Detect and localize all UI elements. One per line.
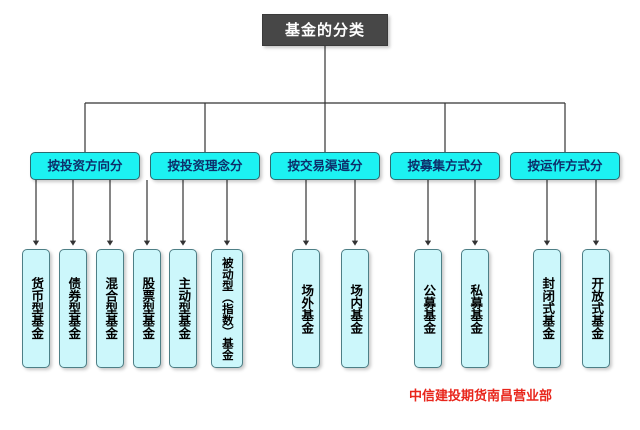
leaf-node-active-fund[interactable]: 主动型基金 [169, 249, 197, 368]
footer-watermark: 中信建投期货南昌营业部 [409, 389, 553, 404]
leaf-node-label: 股票型基金 [140, 277, 156, 340]
leaf-node-public-fund[interactable]: 公募基金 [414, 249, 442, 368]
leaf-node-open-end-fund[interactable]: 开放式基金 [582, 249, 610, 368]
category-node-label: 按投资方向分 [47, 157, 123, 173]
leaf-node-label: 封闭式基金 [540, 277, 556, 340]
leaf-node-label: 公募基金 [421, 283, 437, 334]
leaf-node-label: 场外基金 [299, 283, 315, 334]
leaf-node-label: 被动型（指数）基金 [220, 256, 235, 361]
leaf-node-exchange-traded-fund[interactable]: 场内基金 [341, 249, 369, 368]
leaf-node-label: 私募基金 [468, 283, 484, 334]
leaf-node-label: 混合型基金 [103, 277, 119, 340]
root-node-fund-classification[interactable]: 基金的分类 [262, 14, 388, 46]
leaf-node-label: 开放式基金 [589, 277, 605, 340]
category-node-operation-method[interactable]: 按运作方式分 [510, 152, 620, 180]
category-node-trading-channel[interactable]: 按交易渠道分 [270, 152, 380, 180]
leaf-node-passive-index-fund[interactable]: 被动型（指数）基金 [211, 249, 243, 368]
leaf-node-label: 场内基金 [348, 283, 364, 334]
category-node-fundraising-method[interactable]: 按募集方式分 [390, 152, 500, 180]
category-node-investment-direction[interactable]: 按投资方向分 [30, 152, 140, 180]
category-node-label: 按运作方式分 [527, 157, 603, 173]
category-node-investment-philosophy[interactable]: 按投资理念分 [150, 152, 260, 180]
leaf-node-label: 债券型基金 [66, 277, 82, 340]
category-node-label: 按交易渠道分 [287, 157, 363, 173]
category-node-label: 按募集方式分 [407, 157, 483, 173]
leaf-node-hybrid-fund[interactable]: 混合型基金 [96, 249, 124, 368]
leaf-node-label: 货币型基金 [29, 277, 45, 340]
leaf-node-closed-end-fund[interactable]: 封闭式基金 [533, 249, 561, 368]
leaf-node-private-fund[interactable]: 私募基金 [461, 249, 489, 368]
leaf-node-equity-fund[interactable]: 股票型基金 [133, 249, 161, 368]
leaf-node-bond-fund[interactable]: 债券型基金 [59, 249, 87, 368]
leaf-node-money-market-fund[interactable]: 货币型基金 [22, 249, 50, 368]
leaf-node-label: 主动型基金 [176, 277, 192, 340]
root-node-label: 基金的分类 [284, 20, 365, 39]
leaf-node-otc-fund[interactable]: 场外基金 [292, 249, 320, 368]
category-node-label: 按投资理念分 [167, 157, 243, 173]
